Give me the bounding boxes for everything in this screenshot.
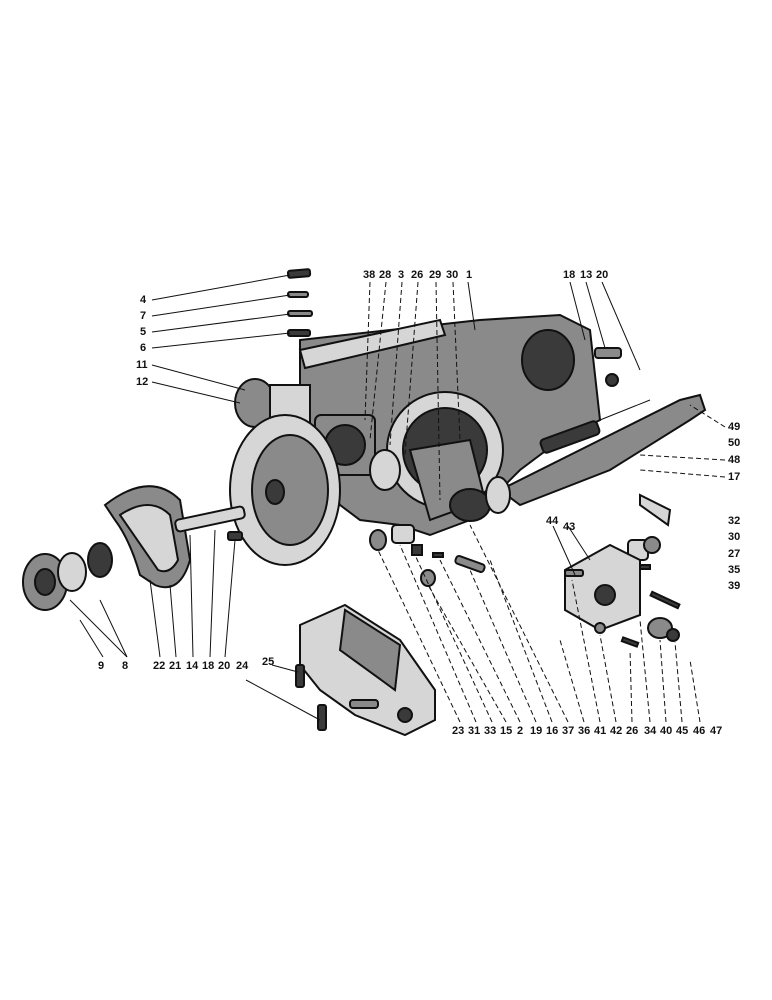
callout-label: 43 (563, 521, 575, 533)
brake-shoe (103, 485, 192, 589)
callout-label: 12 (136, 376, 148, 388)
callout-label: 13 (580, 269, 592, 281)
callout-label: 1 (466, 269, 472, 281)
callout-label: 34 (644, 725, 657, 737)
hub-and-washers (22, 542, 113, 611)
callout-label: 48 (728, 454, 740, 466)
callout-labels: 4 7 5 6 11 12 38 28 3 26 29 30 1 18 13 2… (98, 269, 740, 737)
callout-label: 49 (728, 421, 740, 433)
callout-label: 41 (594, 725, 606, 737)
callout-label: 23 (452, 725, 464, 737)
callout-label: 6 (140, 342, 146, 354)
callout-label: 30 (728, 531, 740, 543)
callout-label: 39 (728, 580, 740, 592)
callout-label: 11 (136, 359, 148, 371)
end-cover (564, 543, 641, 634)
callout-label: 46 (693, 725, 705, 737)
callout-label: 16 (546, 725, 558, 737)
callout-label: 35 (728, 564, 740, 576)
small-parts-cluster (369, 524, 486, 587)
callout-label: 45 (676, 725, 688, 737)
large-pulley (229, 414, 341, 566)
callout-label: 20 (218, 660, 230, 672)
callout-label: 47 (710, 725, 722, 737)
axle-arm (498, 393, 707, 507)
callout-label: 50 (728, 437, 740, 449)
callout-label: 24 (236, 660, 249, 672)
callout-label: 20 (596, 269, 608, 281)
callout-label: 8 (122, 660, 128, 672)
cap-assembly (620, 617, 680, 648)
callout-label: 3 (398, 269, 404, 281)
callout-label: 26 (626, 725, 638, 737)
callout-label: 29 (429, 269, 441, 281)
callout-label: 15 (500, 725, 512, 737)
callout-label: 31 (468, 725, 480, 737)
callout-label: 14 (186, 660, 199, 672)
callout-label: 17 (728, 471, 740, 483)
callout-label: 4 (140, 294, 147, 306)
bolt-set-top-left (286, 268, 313, 337)
callout-label: 21 (169, 660, 181, 672)
callout-label: 25 (262, 656, 274, 668)
callout-label: 18 (563, 269, 575, 281)
callout-label: 19 (530, 725, 542, 737)
callout-label: 22 (153, 660, 165, 672)
callout-label: 33 (484, 725, 496, 737)
callout-label: 27 (728, 548, 740, 560)
callout-label: 7 (140, 310, 146, 322)
callout-label: 44 (546, 515, 559, 527)
callout-label: 36 (578, 725, 590, 737)
callout-label: 37 (562, 725, 574, 737)
callout-label: 30 (446, 269, 458, 281)
mounting-bracket (295, 603, 436, 737)
callout-label: 32 (728, 515, 740, 527)
callout-label: 40 (660, 725, 672, 737)
callout-label: 28 (379, 269, 391, 281)
callout-label: 42 (610, 725, 622, 737)
callout-label: 5 (140, 326, 146, 338)
callout-label: 26 (411, 269, 423, 281)
callout-label: 2 (517, 725, 523, 737)
callout-label: 18 (202, 660, 214, 672)
callout-label: 9 (98, 660, 104, 672)
leader-lines (69, 274, 726, 723)
bolt-set-top-right (594, 347, 622, 387)
gear-cluster (369, 438, 511, 522)
callout-label: 38 (363, 269, 375, 281)
